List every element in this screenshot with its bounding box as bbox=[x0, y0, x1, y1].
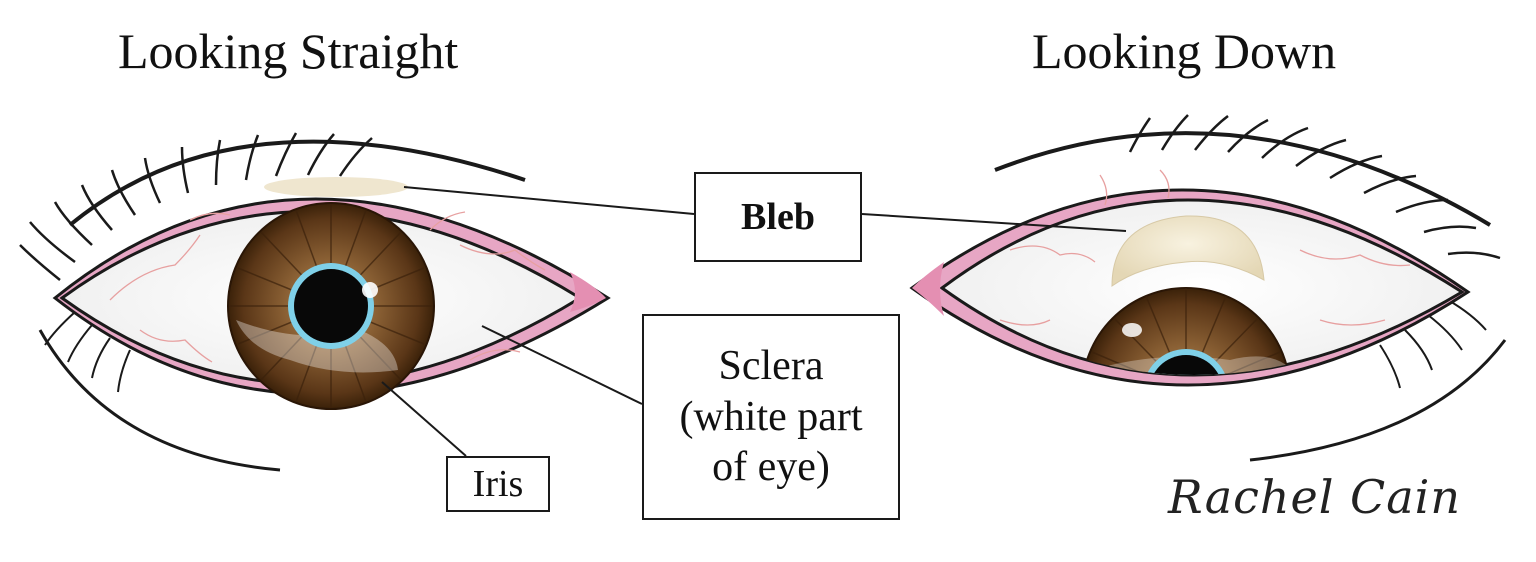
left-catchlight bbox=[362, 282, 378, 298]
left-upper-lid-crease bbox=[68, 139, 526, 227]
right-iris-group bbox=[1081, 287, 1291, 376]
bleb-leader-left bbox=[403, 186, 695, 215]
heading-looking-straight: Looking Straight bbox=[118, 23, 459, 79]
iris-label: Iris bbox=[472, 463, 524, 505]
right-inner-corner bbox=[912, 262, 944, 316]
left-bleb bbox=[264, 177, 408, 197]
right-pupil bbox=[1149, 355, 1223, 376]
right-upper-lid-crease bbox=[994, 131, 1492, 227]
heading-looking-down: Looking Down bbox=[1032, 23, 1337, 79]
sclera-leader bbox=[481, 325, 643, 405]
bleb-label: Bleb bbox=[741, 196, 815, 238]
iris-leader bbox=[381, 381, 467, 457]
artist-signature: Rachel Cain bbox=[1168, 470, 1462, 524]
left-lower-lid-crease bbox=[38, 329, 281, 472]
sclera-label-line3: of eye) bbox=[712, 444, 830, 491]
leader-lines bbox=[381, 186, 1127, 457]
iris-label-box: Iris bbox=[446, 456, 550, 512]
right-catchlight bbox=[1122, 323, 1142, 337]
bleb-leader-right bbox=[861, 213, 1127, 232]
left-inner-corner bbox=[570, 272, 606, 312]
right-lower-lid-crease bbox=[1249, 339, 1507, 462]
left-eye bbox=[19, 132, 611, 472]
right-eye bbox=[909, 114, 1507, 462]
left-veins bbox=[109, 211, 546, 363]
left-upper-lashes bbox=[19, 132, 373, 281]
sclera-label-line1: Sclera bbox=[718, 343, 824, 390]
right-veins bbox=[999, 169, 1411, 326]
right-bleb bbox=[1111, 215, 1265, 287]
sclera-label-line2: (white part bbox=[679, 393, 863, 440]
right-upper-lashes bbox=[1128, 114, 1501, 260]
bleb-label-box: Bleb bbox=[694, 172, 862, 262]
left-pupil bbox=[294, 269, 368, 343]
sclera-label-box: Sclera (white part of eye) bbox=[642, 314, 900, 520]
left-lower-lashes bbox=[44, 311, 131, 393]
